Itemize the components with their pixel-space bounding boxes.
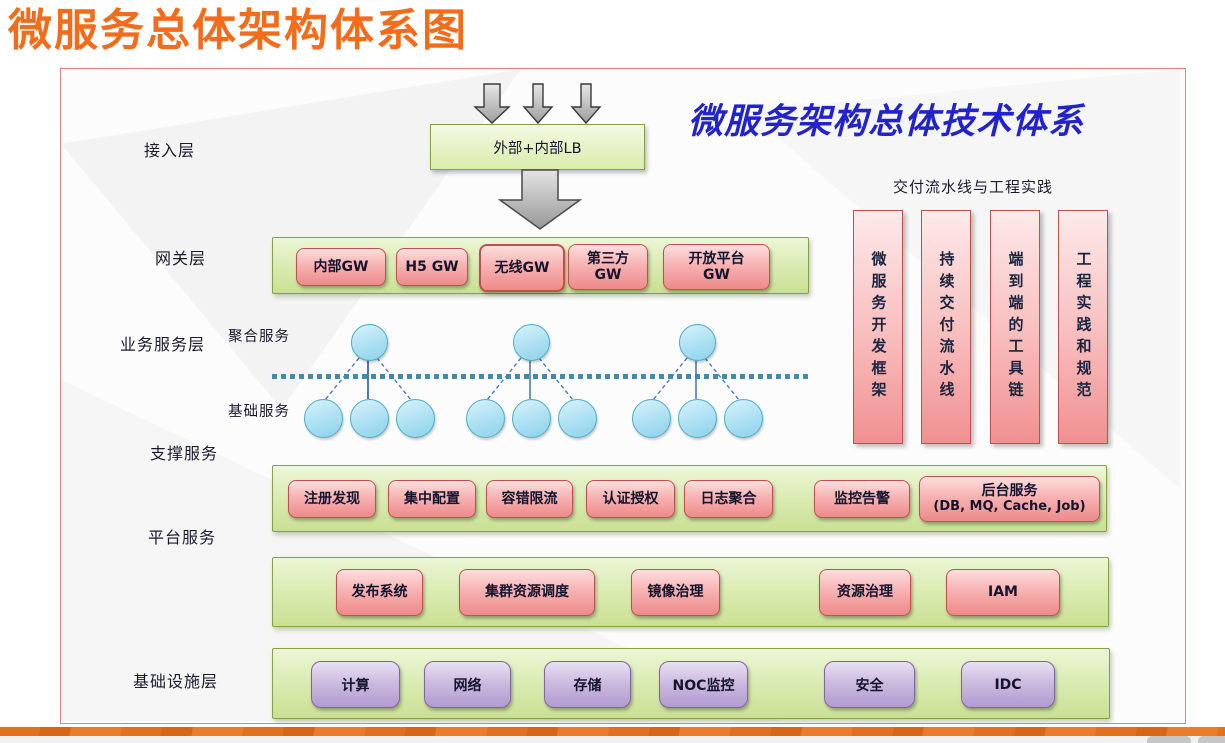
aggregate-service-circle xyxy=(351,324,388,361)
support-box-backend-line1: 后台服务 xyxy=(981,483,1038,500)
pipeline-box-cd-pipeline-text: 持续交付流水线 xyxy=(937,250,956,404)
base-service-circle xyxy=(558,399,597,438)
infra-box-idc: IDC xyxy=(961,661,1055,708)
gateway-box-wireless: 无线GW xyxy=(479,244,565,292)
base-service-circle xyxy=(724,399,763,438)
platform-box-image-governance: 镜像治理 xyxy=(631,569,720,616)
infra-box-storage: 存储 xyxy=(544,661,631,708)
aggregate-service-circle xyxy=(513,324,550,361)
support-box-backend-line2: (DB, MQ, Cache, Job) xyxy=(933,498,1086,514)
pipeline-box-cd-pipeline: 持续交付流水线 xyxy=(921,210,971,444)
base-service-circle xyxy=(466,399,505,438)
gateway-layer-bar: 内部GW H5 GW 无线GW 第三方 GW 开放平台 GW xyxy=(272,237,809,294)
load-balancer-box: 外部+内部LB xyxy=(430,124,645,170)
lb-to-gateway-arrow-icon xyxy=(498,169,582,230)
base-service-circle xyxy=(304,399,343,438)
infra-box-security: 安全 xyxy=(824,661,915,708)
platform-services-bar: 发布系统 集群资源调度 镜像治理 资源治理 IAM xyxy=(272,557,1109,627)
base-service-circle xyxy=(632,399,671,438)
platform-box-iam: IAM xyxy=(946,569,1060,616)
support-box-resilience: 容错限流 xyxy=(486,480,573,518)
base-service-circle xyxy=(678,399,717,438)
support-services-bar: 注册发现 集中配置 容错限流 认证授权 日志聚合 监控告警 后台服务 (DB, … xyxy=(272,465,1107,532)
infra-box-noc: NOC监控 xyxy=(659,661,748,708)
base-service-label: 基础服务 xyxy=(228,404,290,420)
platform-box-scheduling: 集群资源调度 xyxy=(459,569,595,616)
gateway-box-openplatform-line1: 开放平台 xyxy=(688,250,745,267)
support-box-logging: 日志聚合 xyxy=(684,480,773,518)
support-box-registry: 注册发现 xyxy=(288,480,376,518)
gateway-box-h5: H5 GW xyxy=(396,248,468,286)
layer-label-access: 接入层 xyxy=(144,141,196,160)
support-box-config: 集中配置 xyxy=(388,480,476,518)
layer-label-support: 支撑服务 xyxy=(150,444,219,463)
layer-label-gateway: 网关层 xyxy=(155,249,207,268)
base-service-circle xyxy=(512,399,551,438)
window-thumbnail[interactable] xyxy=(1147,736,1191,743)
pipeline-box-dev-framework-text: 微服务开发框架 xyxy=(869,250,888,404)
aggregate-service-label: 聚合服务 xyxy=(228,329,290,345)
gateway-box-thirdparty: 第三方 GW xyxy=(568,244,648,290)
window-thumbnail[interactable] xyxy=(1198,736,1225,743)
service-connector-lines xyxy=(324,357,740,401)
pipeline-section-label: 交付流水线与工程实践 xyxy=(893,178,1054,196)
gateway-box-openplatform-line2: GW xyxy=(703,267,730,283)
pipeline-box-toolchain: 端到端的工具链 xyxy=(990,210,1040,444)
layer-label-platform: 平台服务 xyxy=(148,528,217,547)
bottom-accent-bar xyxy=(0,727,1225,736)
support-box-auth: 认证授权 xyxy=(586,480,675,518)
infra-box-compute: 计算 xyxy=(311,661,400,708)
bottom-strip xyxy=(0,736,1225,743)
pipeline-box-dev-framework: 微服务开发框架 xyxy=(853,210,903,444)
support-box-monitoring: 监控告警 xyxy=(814,480,910,518)
pipeline-box-practices-text: 工程实践和规范 xyxy=(1074,250,1093,404)
platform-box-release: 发布系统 xyxy=(336,569,423,616)
service-layer-dotted-line xyxy=(272,374,809,379)
layer-label-business: 业务服务层 xyxy=(120,335,206,354)
gateway-box-thirdparty-line1: 第三方 xyxy=(587,250,629,267)
base-service-circle xyxy=(396,399,435,438)
gateway-box-thirdparty-line2: GW xyxy=(594,267,622,283)
platform-box-resource-governance: 资源治理 xyxy=(819,569,911,616)
gateway-box-openplatform: 开放平台 GW xyxy=(663,244,770,290)
pipeline-box-toolchain-text: 端到端的工具链 xyxy=(1006,250,1025,404)
page-title: 微服务总体架构体系图 xyxy=(8,5,468,56)
diagram-heading: 微服务架构总体技术体系 xyxy=(688,101,1085,142)
layer-label-infrastructure: 基础设施层 xyxy=(133,672,219,691)
support-box-backend: 后台服务 (DB, MQ, Cache, Job) xyxy=(919,476,1100,522)
pipeline-box-practices: 工程实践和规范 xyxy=(1058,210,1108,444)
infrastructure-layer-bar: 计算 网络 存储 NOC监控 安全 IDC xyxy=(272,648,1110,719)
gateway-box-internal: 内部GW xyxy=(296,248,386,286)
infra-box-network: 网络 xyxy=(424,661,511,708)
aggregate-service-circle xyxy=(679,324,716,361)
base-service-circle xyxy=(350,399,389,438)
inbound-traffic-arrows-icon xyxy=(473,83,602,125)
